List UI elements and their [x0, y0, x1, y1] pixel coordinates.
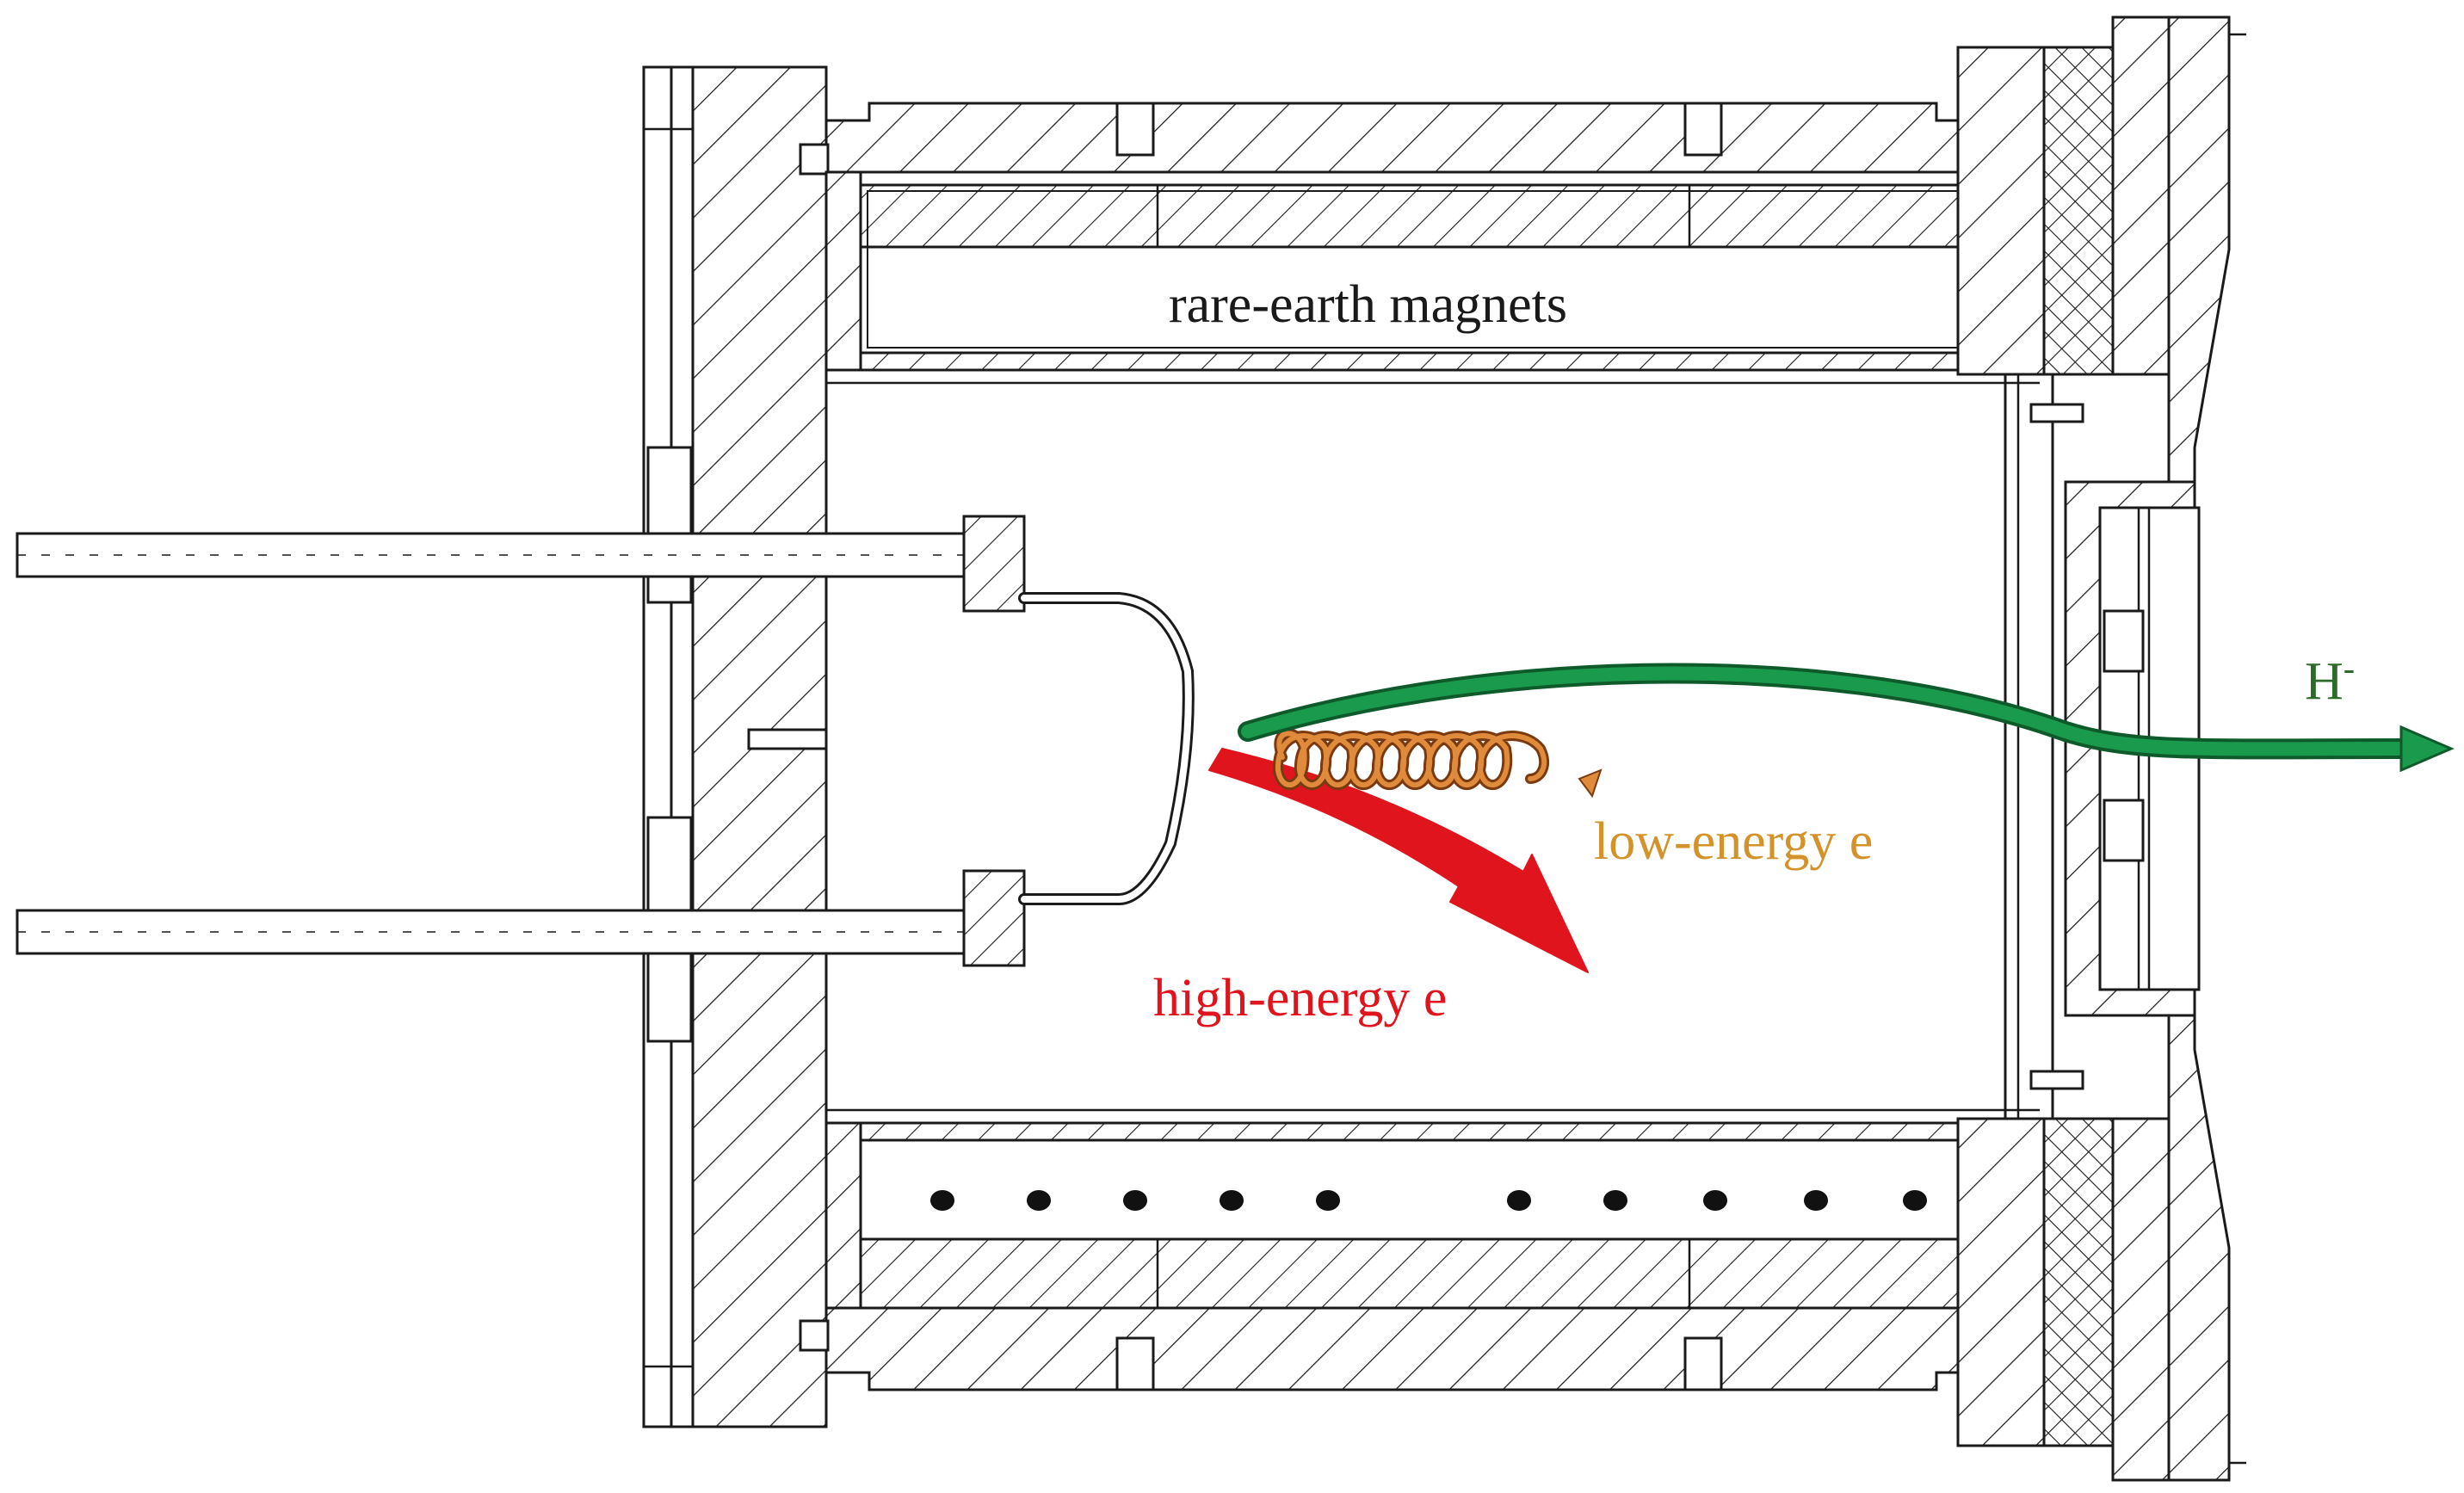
- ion-label-symbol: H: [2305, 652, 2344, 711]
- bottom-magnet-assembly: [799, 1121, 2016, 1391]
- high-energy-electron-arrow: [1208, 748, 1589, 973]
- ion-label: H-: [2305, 649, 2355, 712]
- ion-label-charge: -: [2344, 649, 2355, 688]
- magnets-label: rare-earth magnets: [1169, 275, 1567, 334]
- filament: [1018, 592, 1195, 905]
- ion-beam-arrow: [1238, 663, 2455, 773]
- low-energy-label: low-energy e: [1594, 812, 1873, 871]
- low-energy-arrowhead: [1578, 768, 1603, 799]
- filament-rod-bottom: [15, 869, 1026, 967]
- low-energy-electron-spiral: [1272, 728, 1603, 799]
- magnet-dots: [930, 1190, 1927, 1211]
- filament-rod-top: [15, 515, 1026, 613]
- left-flange: [642, 65, 828, 1428]
- top-magnet-assembly: [799, 102, 2016, 372]
- high-energy-label: high-energy e: [1153, 969, 1447, 1027]
